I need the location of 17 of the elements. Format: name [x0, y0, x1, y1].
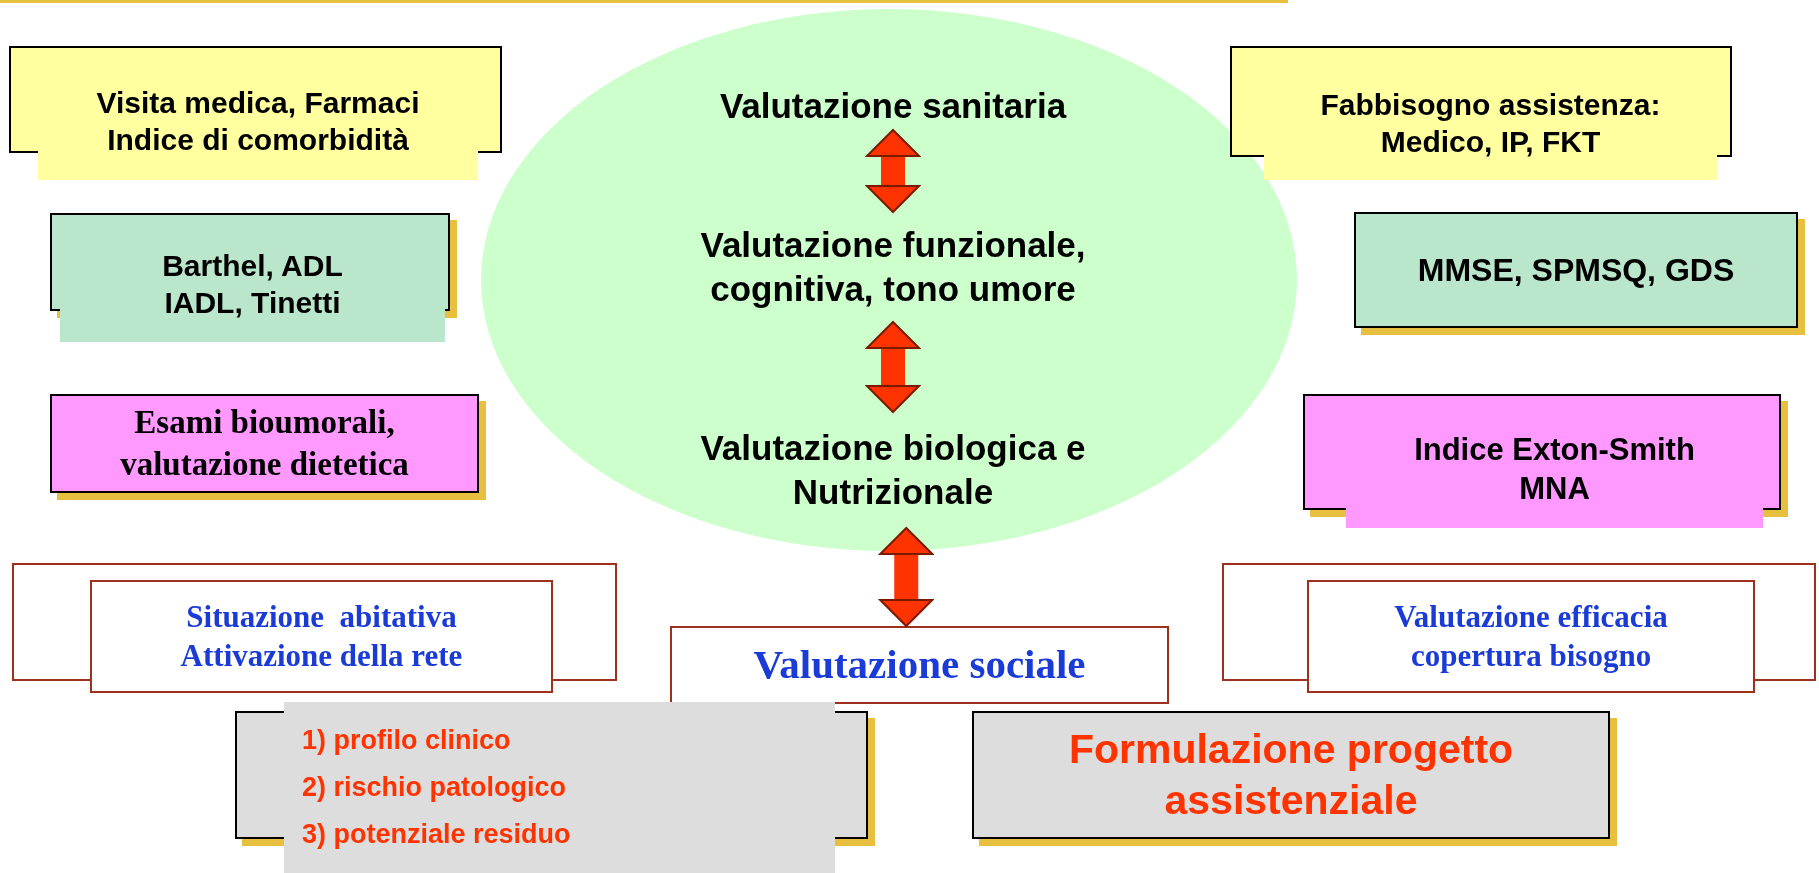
- box-label: Esami bioumorali, valutazione dietetica: [119, 403, 410, 484]
- box-label: Valutazione sociale: [752, 640, 1087, 690]
- heading-text: Valutazione biologica e Nutrizionale: [603, 412, 1183, 528]
- note-box: [670, 626, 1169, 704]
- list-item: 2) rischio patologico: [302, 770, 567, 804]
- note-box: [9, 46, 502, 180]
- note-box: [1230, 46, 1732, 180]
- box-label: Situazione abitativa Attivazione della rete: [90, 580, 553, 693]
- note-box: [1222, 563, 1816, 693]
- note-box: [12, 563, 617, 693]
- list-item: 3) potenziale residuo: [302, 818, 571, 852]
- heading-text: Valutazione funzionale, cognitiva, tono umore: [603, 212, 1183, 322]
- box-label: MMSE, SPMSQ, GDS: [1416, 251, 1736, 290]
- box-label: Formulazione progetto assistenziale: [1067, 724, 1515, 825]
- list-item: 1) profilo clinico: [302, 723, 511, 757]
- box-label: Valutazione efficacia copertura bisogno: [1307, 580, 1755, 693]
- heading-text: Valutazione sanitaria: [623, 82, 1163, 130]
